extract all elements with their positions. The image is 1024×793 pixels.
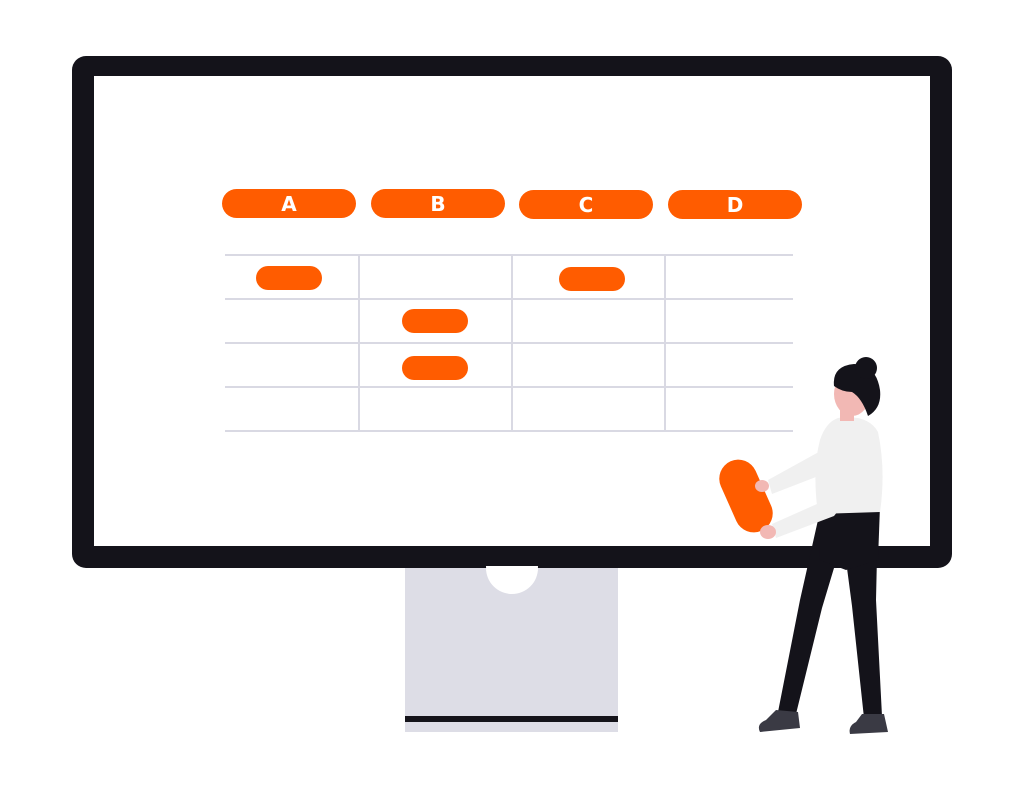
table-grid: [225, 254, 793, 432]
column-header-c[interactable]: C: [519, 190, 653, 219]
stand-notch-shape: [486, 568, 538, 594]
person-hair-bun: [855, 357, 877, 379]
stand-notch-cover: [470, 546, 554, 566]
person-arm-lower: [772, 470, 858, 538]
column-header-a[interactable]: A: [222, 189, 356, 218]
table-cells: [256, 266, 625, 380]
table-cell-filled[interactable]: [256, 266, 322, 290]
person-hand-lower: [760, 525, 776, 539]
person-leg-back: [778, 520, 846, 714]
column-header-pill: [668, 190, 802, 219]
column-header-label: B: [430, 192, 445, 216]
person-hand-upper: [755, 480, 769, 492]
column-header-pill: [222, 189, 356, 218]
person-shoe-front: [849, 714, 888, 734]
stand-base-line: [405, 716, 618, 722]
person-holding-block-icon: [713, 357, 888, 734]
column-header-d[interactable]: D: [668, 190, 802, 219]
column-headers: A B C D: [222, 189, 802, 219]
held-orange-block[interactable]: [713, 454, 779, 539]
person-shoe-back: [758, 710, 800, 732]
person-arm-upper: [768, 448, 834, 494]
column-header-pill: [371, 189, 505, 218]
table-cell-filled[interactable]: [559, 267, 625, 291]
person-trousers: [818, 506, 880, 570]
column-header-pill: [519, 190, 653, 219]
column-header-label: A: [281, 192, 297, 216]
table-cell-filled[interactable]: [402, 309, 468, 333]
table-cell-filled[interactable]: [402, 356, 468, 380]
person-sweater: [815, 417, 883, 514]
stand-base-foot: [405, 722, 618, 732]
column-header-b[interactable]: B: [371, 189, 505, 218]
column-header-label: C: [579, 193, 594, 217]
column-header-label: D: [727, 193, 744, 217]
